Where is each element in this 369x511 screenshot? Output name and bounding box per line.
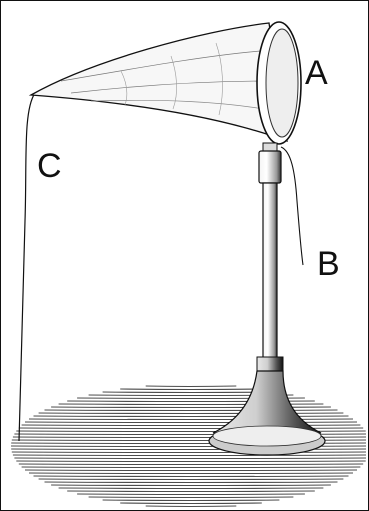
thread-b (281, 147, 303, 265)
label-c: C (37, 149, 62, 183)
paper-cone (31, 22, 301, 144)
label-b: B (317, 247, 340, 281)
label-a: A (305, 56, 328, 90)
stand (209, 143, 325, 455)
thread-c (19, 93, 35, 441)
